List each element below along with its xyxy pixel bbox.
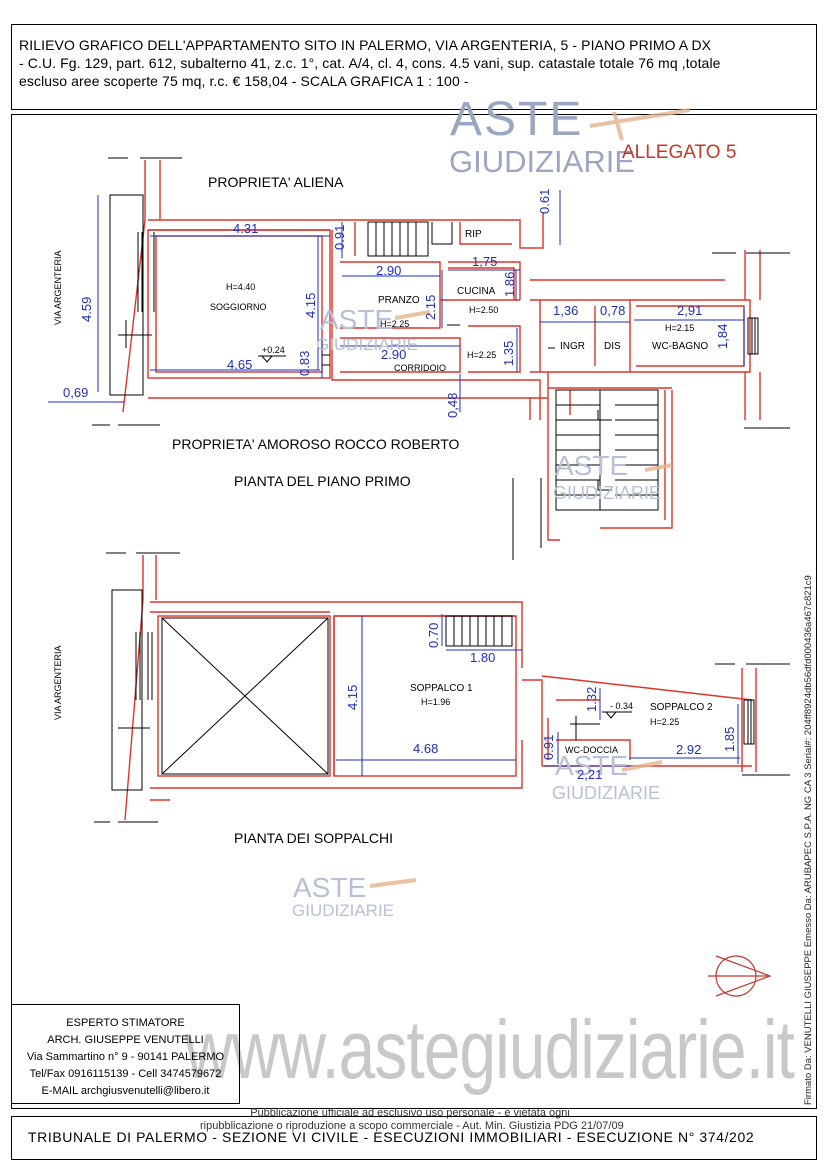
rip-label: RIP [465, 229, 482, 240]
dim-048: 0,48 [445, 392, 460, 418]
neighbor-bottom-label: PROPRIETA' AMOROSO ROCCO ROBERTO [172, 436, 460, 452]
notice-line-1: Pubblicazione ufficiale ad esclusivo uso… [250, 1107, 570, 1119]
pranzo-height: H=2.25 [380, 319, 410, 329]
dim-465: 4.65 [227, 357, 253, 372]
mezzanine-title: PIANTA DEI SOPPALCHI [234, 830, 393, 846]
first-floor-level-mark: +0.24 [262, 345, 285, 355]
dim-083: 0.83 [297, 350, 312, 376]
watermark-aste-stair: ASTE [555, 450, 629, 481]
notice-line-2: ripubblicazione o riproduzione a scopo c… [200, 1120, 624, 1132]
dim-459: 4.59 [79, 296, 94, 322]
watermark-giudiziarie-top: GIUDIZIARIE [449, 144, 636, 179]
dim-290-corridoio: 2.90 [381, 347, 407, 362]
header-box [11, 24, 817, 110]
footer-box [11, 1116, 817, 1160]
watermark-aste-low: ASTE [555, 750, 629, 781]
watermark-aste-mid: ASTE [320, 304, 394, 335]
dim-290-pranzo: 2.90 [376, 263, 402, 278]
dim-061: 0.61 [537, 188, 552, 214]
pranzo-label: PRANZO [378, 295, 420, 306]
first-floor-details [92, 157, 790, 560]
street-label-first: VIA ARGENTERIA [53, 250, 63, 325]
mezzanine-walls [124, 555, 757, 821]
mezzanine-level-mark: - 0.34 [610, 701, 634, 711]
soppalco2-height: H=2.25 [650, 717, 680, 727]
attachment-label: ALLEGATO 5 [622, 142, 737, 163]
wc-bagno-label: WC-BAGNO [652, 341, 709, 352]
dim-415: 4.15 [303, 292, 318, 318]
stamp-phone: Tel/Fax 0916115139 - Cell 3474579672 [29, 1068, 222, 1080]
level-markers [258, 355, 632, 719]
header-line-3: escluso aree scoperte 75 mq, r.c. € 158,… [19, 73, 469, 89]
corridoio-label: CORRIDOIO [394, 363, 447, 373]
wc-doccia-label: WC-DOCCIA [565, 745, 618, 755]
soggiorno-label: SOGGIORNO [210, 302, 267, 312]
ingr-label: INGR [560, 341, 585, 352]
header-line-2: - C.U. Fg. 129, part. 612, subalterno 41… [19, 55, 721, 71]
drawing-frame [11, 114, 817, 1109]
stamp-box [11, 1004, 240, 1104]
watermark-giudiziarie-bottom: GIUDIZIARIE [292, 901, 395, 920]
stamp-role: ESPERTO STIMATORE [66, 1017, 185, 1029]
header-line-1: RILIEVO GRAFICO DELL'APPARTAMENTO SITO I… [19, 37, 712, 53]
north-arrow-icon [708, 955, 772, 997]
dim-468: 4.68 [413, 741, 439, 756]
dim-180: 1.80 [470, 650, 496, 665]
dim-186: 1.86 [502, 271, 517, 297]
dim-091-mezz: 0.91 [541, 734, 556, 760]
mezzanine-dimensions [336, 614, 740, 776]
stamp-address: Via Sammartino n° 9 - 90141 PALERMO [26, 1051, 225, 1063]
soppalco1-height: H=1.96 [421, 697, 451, 707]
stamp-email: E-MAIL archgiusvenutelli@libero.it [41, 1085, 210, 1097]
watermark-giudiziarie-low: GIUDIZIARIE [552, 783, 661, 803]
dim-185: 1.85 [722, 726, 737, 752]
dim-136: 1,36 [553, 303, 579, 318]
dim-431: 4.31 [233, 221, 259, 236]
watermark-giudiziarie-stair: GIUDIZIARIE [553, 483, 662, 503]
dim-215: 2.15 [423, 294, 438, 320]
watermark-aste-top: ASTE [450, 93, 584, 146]
first-floor-title: PIANTA DEL PIANO PRIMO [234, 473, 411, 489]
soppalco2-label: SOPPALCO 2 [650, 702, 713, 713]
dim-078: 0,78 [600, 303, 626, 318]
corridoio-height: H=2.25 [467, 350, 497, 360]
dis-label: DIS [604, 341, 621, 352]
dim-070: 0.70 [426, 622, 441, 648]
watermark-site: www.astegiudiziarie.it [185, 1003, 795, 1096]
mezzanine-details [94, 552, 790, 823]
cucina-label: CUCINA [457, 286, 496, 297]
wc-bagno-height: H=2.15 [665, 323, 695, 333]
dim-091: 0.91 [332, 224, 347, 250]
gavel-watermark-icon [369, 108, 691, 888]
dim-069: 0,69 [63, 385, 89, 400]
dim-175: 1,75 [472, 254, 498, 269]
stamp-name: ARCH. GIUSEPPE VENUTELLI [47, 1034, 204, 1046]
footer-text: TRIBUNALE DI PALERMO - SEZIONE VI CIVILE… [28, 1129, 755, 1145]
dim-132: 1.32 [584, 686, 599, 712]
soggiorno-height: H=4.40 [226, 282, 256, 292]
cucina-height: H=2.50 [469, 305, 499, 315]
dim-291: 2,91 [677, 303, 703, 318]
watermark-aste-bottom: ASTE [293, 872, 367, 903]
dim-135: 1.35 [501, 340, 516, 366]
neighbor-top-label: PROPRIETA' ALIENA [208, 174, 344, 190]
street-label-mezzanine: VIA ARGENTERIA [53, 645, 63, 720]
soppalco1-label: SOPPALCO 1 [410, 683, 473, 694]
first-floor-dimensions [48, 190, 745, 412]
dim-221: 2,21 [577, 767, 603, 782]
signature-side-text: Firmato Da: VENUTELLI GIUSEPPE Emesso Da… [803, 575, 814, 1105]
dim-415-mezz: 4.15 [345, 684, 360, 710]
dim-184: 1,84 [715, 323, 730, 349]
dim-292: 2.92 [676, 742, 702, 757]
watermark-giudiziarie-mid: GIUDIZIARIE [316, 335, 419, 354]
